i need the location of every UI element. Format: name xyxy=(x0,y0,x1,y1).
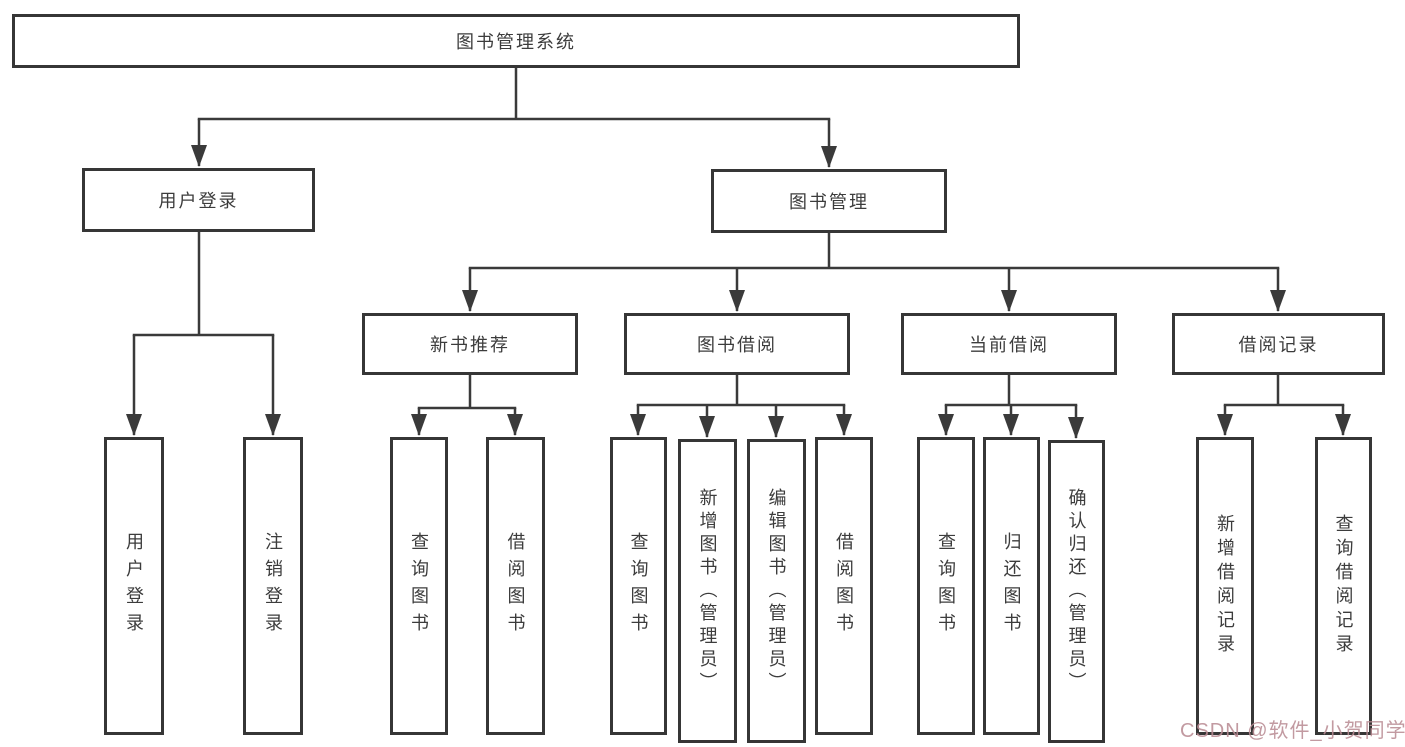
leaf-add-borrow-record: 新增借阅记录 xyxy=(1196,437,1254,735)
node-borrow-record: 借阅记录 xyxy=(1172,313,1385,375)
leaf-return-books: 归还图书 xyxy=(983,437,1040,735)
leaf-query-books-recommend: 查询图书 xyxy=(390,437,448,735)
leaf-logout: 注销登录 xyxy=(243,437,303,735)
leaf-query-borrow-record: 查询借阅记录 xyxy=(1315,437,1372,735)
node-current-borrow: 当前借阅 xyxy=(901,313,1117,375)
leaf-confirm-return-admin: 确认归还（管理员） xyxy=(1048,440,1105,743)
leaf-edit-books-admin: 编辑图书（管理员） xyxy=(747,439,806,743)
node-book-borrow: 图书借阅 xyxy=(624,313,850,375)
node-new-book-recommend: 新书推荐 xyxy=(362,313,578,375)
node-root-library-system: 图书管理系统 xyxy=(12,14,1020,68)
node-user-login: 用户登录 xyxy=(82,168,315,232)
csdn-watermark: CSDN @软件_小贺同学 xyxy=(1180,720,1405,742)
leaf-add-books-admin: 新增图书（管理员） xyxy=(678,439,737,743)
leaf-query-books-current: 查询图书 xyxy=(917,437,975,735)
leaf-user-login: 用户登录 xyxy=(104,437,164,735)
leaf-query-books-borrow: 查询图书 xyxy=(610,437,667,735)
leaf-borrow-books-recommend: 借阅图书 xyxy=(486,437,545,735)
node-book-management: 图书管理 xyxy=(711,169,947,233)
leaf-borrow-books: 借阅图书 xyxy=(815,437,873,735)
